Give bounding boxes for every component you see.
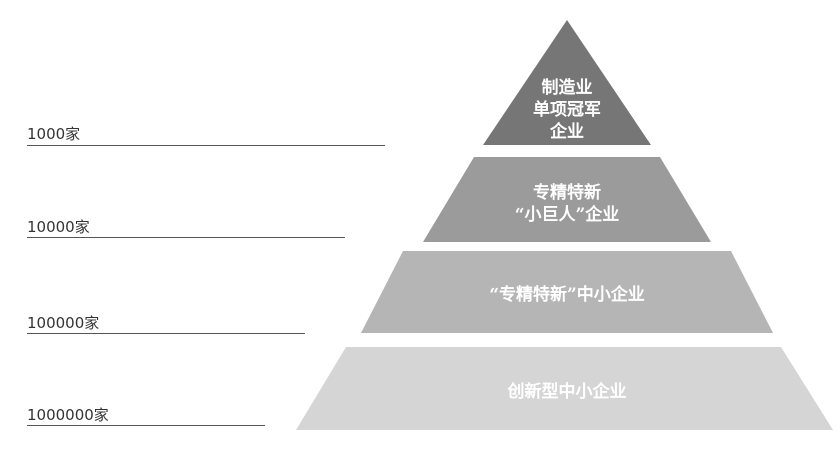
tier-innovative-sme-shape [296, 347, 833, 430]
tier-champion-label: 制造业单项冠军企业 [533, 78, 601, 142]
tier-little-giant-count: 10000家 [27, 218, 90, 236]
tier-innovative-sme-label: 创新型中小企业 [507, 382, 627, 402]
tier-specialized-sme-count: 100000家 [27, 314, 100, 332]
tier-champion-count: 1000家 [27, 125, 81, 143]
tier-specialized-sme-count-line [27, 333, 305, 334]
tier-little-giant-label: 专精特新“小巨人”企业 [514, 183, 620, 225]
tier-innovative-sme-count: 1000000家 [27, 406, 109, 424]
tier-little-giant-shape [423, 157, 711, 242]
tier-champion-shape [483, 20, 651, 145]
tier-champion-count-line [27, 145, 385, 146]
tier-innovative-sme-count-line [27, 425, 265, 426]
tier-little-giant-count-line [27, 237, 345, 238]
tier-specialized-sme-shape [361, 251, 773, 333]
tier-specialized-sme-label: “专精特新”中小企业 [489, 285, 645, 305]
